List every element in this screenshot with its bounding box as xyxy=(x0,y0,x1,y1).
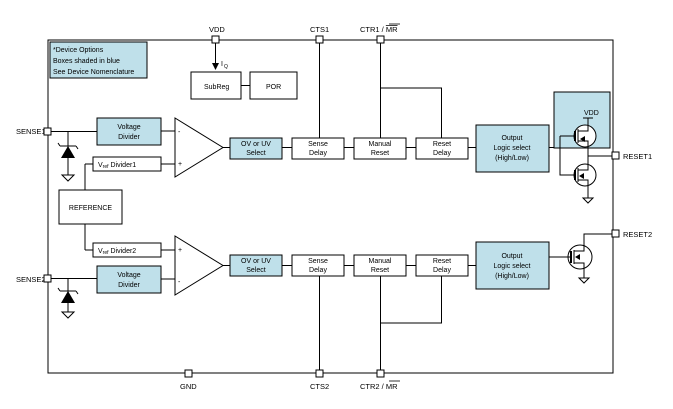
comparator-2: + - xyxy=(174,235,224,296)
reset-delay-1-line1: Reset xyxy=(433,141,451,148)
voltage-divider-2-line2: Divider xyxy=(118,282,140,289)
output-stage-1-vdd-label: VDD xyxy=(584,110,599,117)
reset2-pin-label: RESET2 xyxy=(623,230,652,239)
output-logic-2-line1: Output xyxy=(501,253,522,260)
sense1-pin xyxy=(43,127,52,136)
sense-delay-2-line2: Delay xyxy=(309,267,327,274)
zener-diode-1 xyxy=(57,142,79,182)
iq-subscript: Q xyxy=(224,64,228,70)
ov-uv-select-1 xyxy=(229,137,283,160)
reset-delay-2-line1: Reset xyxy=(433,258,451,265)
sense-delay-1-line2: Delay xyxy=(309,150,327,157)
comparator-2-minus: - xyxy=(178,279,181,286)
subreg-block xyxy=(190,71,242,100)
comparator-1-minus: - xyxy=(178,129,181,136)
sense2-pin-label: SENSE2 xyxy=(16,275,46,284)
voltage-divider-2 xyxy=(96,265,162,294)
output-logic-1 xyxy=(475,124,550,173)
sense1-pin-label: SENSE1 xyxy=(16,127,46,136)
cts2-pin: CTS2 xyxy=(310,369,329,391)
output-stage-1: VDD xyxy=(553,91,612,204)
sense-delay-2-line1: Sense xyxy=(308,258,328,265)
voltage-divider-1-line1: Voltage xyxy=(117,124,140,131)
voltage-divider-2-line1: Voltage xyxy=(117,272,140,279)
reset1-pin-label: RESET1 xyxy=(623,152,652,161)
output-logic-1-line2: Logic select xyxy=(494,145,531,152)
output-logic-2-line2: Logic select xyxy=(494,263,531,270)
output-logic-1-line3: (High/Low) xyxy=(495,155,529,162)
output-logic-2 xyxy=(475,241,550,290)
ov-uv-select-2-line1: OV or UV xyxy=(241,258,271,265)
note-line-1: *Device Options xyxy=(53,47,104,54)
output-stage-2 xyxy=(567,233,612,284)
manual-reset-2-line1: Manual xyxy=(369,258,392,265)
sense-delay-1 xyxy=(291,137,345,160)
comparator-2-plus: + xyxy=(178,247,182,254)
gnd-pin: GND xyxy=(180,369,197,391)
output-logic-1-line1: Output xyxy=(501,135,522,142)
cts2-pin-label: CTS2 xyxy=(310,382,329,391)
ov-uv-select-2-line2: Select xyxy=(246,267,266,274)
ctr1-pin-label: CTR1 / MR xyxy=(360,25,398,34)
reset2-pin xyxy=(611,229,620,238)
output-logic-2-line3: (High/Low) xyxy=(495,273,529,280)
vdd-pin-label: VDD xyxy=(209,25,225,34)
vdd-pin: VDD I Q xyxy=(209,25,228,70)
ov-uv-select-1-line2: Select xyxy=(246,150,266,157)
ctr2-pin: CTR2 / MR xyxy=(360,369,400,391)
reset-delay-2-line2: Delay xyxy=(433,267,451,274)
reference-block xyxy=(58,189,123,225)
note-line-2: Boxes shaded in blue xyxy=(53,58,120,65)
ctr2-pin-label: CTR2 / MR xyxy=(360,382,398,391)
voltage-divider-1 xyxy=(96,117,162,146)
manual-reset-2-line2: Reset xyxy=(371,267,389,274)
reset-delay-1 xyxy=(415,137,469,160)
sense-delay-1-line1: Sense xyxy=(308,141,328,148)
reset1-pin xyxy=(611,151,620,160)
reference-label: REFERENCE xyxy=(69,205,113,212)
chip-outline xyxy=(47,39,614,374)
comparator-1: - + xyxy=(174,117,224,178)
manual-reset-1-line1: Manual xyxy=(369,141,392,148)
zener-diode-2 xyxy=(57,287,79,319)
iq-label: I xyxy=(221,61,223,68)
subreg-label: SubReg xyxy=(204,84,229,91)
reset-delay-1-line2: Delay xyxy=(433,150,451,157)
voltage-divider-1-line2: Divider xyxy=(118,134,140,141)
device-options-note: *Device Options Boxes shaded in blue See… xyxy=(49,41,148,79)
gnd-pin-label: GND xyxy=(180,382,197,391)
por-label: POR xyxy=(266,84,281,91)
note-line-3: See Device Nomenclature xyxy=(53,69,134,76)
sense2-pin xyxy=(43,274,52,283)
manual-reset-1-line2: Reset xyxy=(371,150,389,157)
cts1-pin-label: CTS1 xyxy=(310,25,329,34)
ov-uv-select-1-line1: OV or UV xyxy=(241,141,271,148)
comparator-1-plus: + xyxy=(178,161,182,168)
